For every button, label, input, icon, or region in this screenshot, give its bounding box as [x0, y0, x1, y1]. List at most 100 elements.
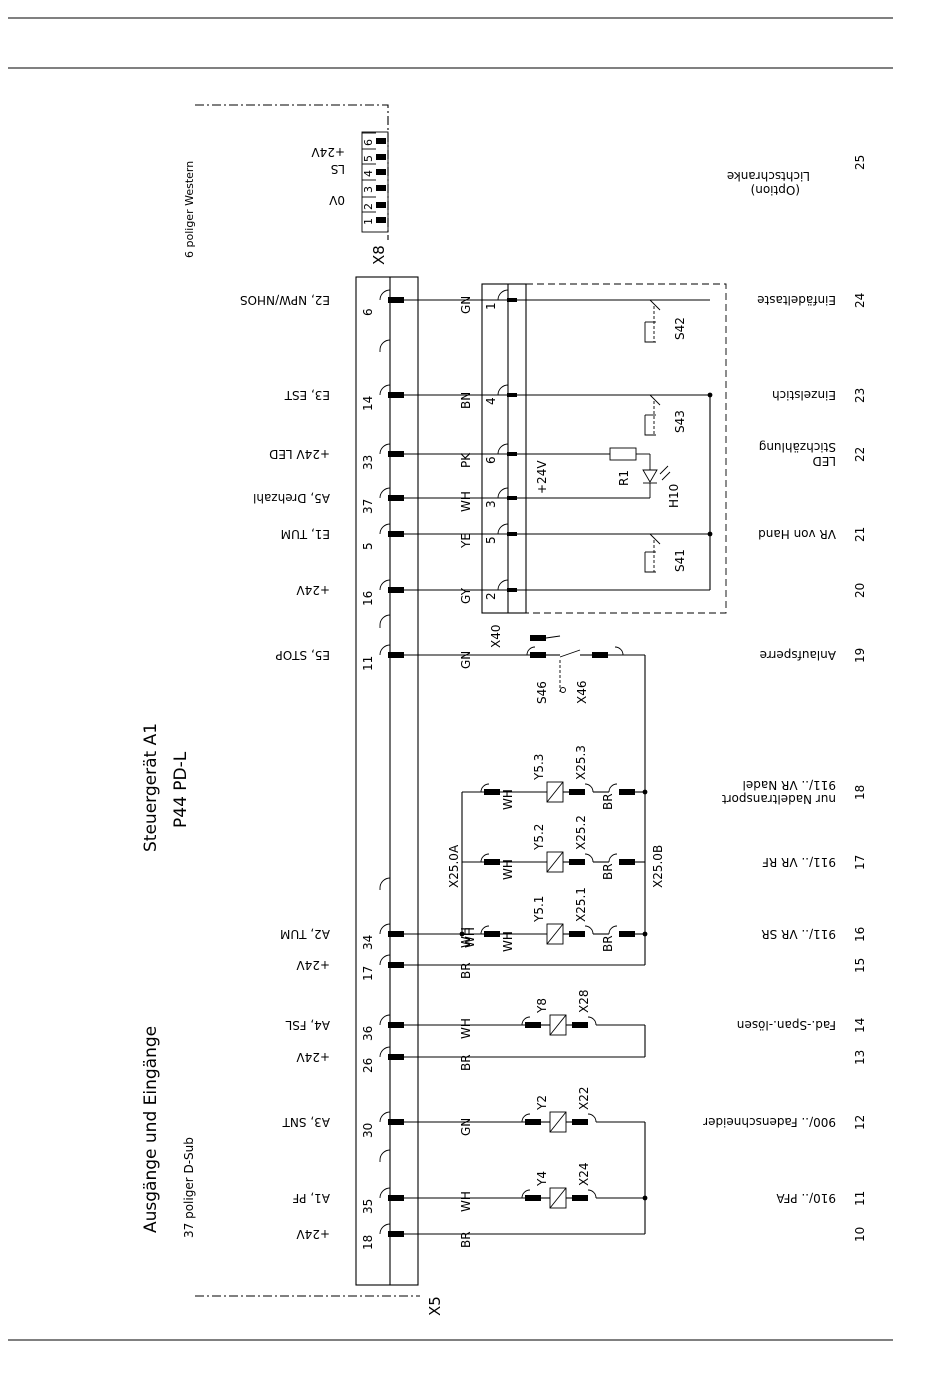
x40-pin-number: 6	[484, 456, 498, 464]
x5-pin-socket	[379, 923, 391, 935]
junction-dot	[707, 531, 713, 537]
solenoid-coil	[546, 781, 564, 803]
x5-pin-number: 11	[361, 656, 375, 671]
x8-row-number: 25	[853, 155, 867, 170]
x25-0a-wire-wh: WH	[463, 927, 477, 948]
solenoid-coil	[546, 923, 564, 945]
wire-color-label: GN	[459, 651, 473, 669]
switch-s43: S43	[644, 394, 687, 436]
x8-signal-24v: +24V	[311, 145, 345, 159]
solenoid-diagonal	[546, 923, 564, 945]
x40-pin-number: 5	[484, 536, 498, 544]
x5-pin-contact	[388, 1022, 404, 1028]
x5-pin-contact	[388, 1054, 404, 1060]
signal-label: +24V	[296, 1227, 330, 1241]
solenoid-coil	[549, 1111, 567, 1133]
x5-pin-socket	[379, 1187, 391, 1199]
plug-contact	[484, 859, 500, 865]
wire-color-label: GN	[459, 1118, 473, 1136]
x5-pin-contact	[388, 587, 404, 593]
solenoid-wire-wh-16: WH	[501, 931, 515, 952]
x40-pin-contact	[507, 393, 517, 397]
row-number: 14	[853, 1018, 867, 1033]
x25-0b-wire-br-17: BR	[601, 863, 615, 880]
x40-pin-number: 1	[484, 302, 498, 310]
x8-desc-line2: (Option)	[751, 183, 800, 197]
x40-pin-socket	[497, 443, 509, 455]
socket	[614, 646, 624, 656]
x8-caption: 6 poliger Western	[183, 161, 196, 258]
x5-pin-socket	[379, 443, 391, 455]
x5-pin-socket	[379, 523, 391, 535]
socket	[608, 853, 618, 863]
x5-pin-number: 14	[361, 396, 375, 411]
function-description: Einzelstich	[772, 388, 836, 402]
x8-label: X8	[370, 245, 388, 265]
signal-label: E2, NPW/NHOS	[240, 293, 330, 307]
socket	[480, 853, 490, 863]
x25-0b-wire-br-16: BR	[601, 935, 615, 952]
x5-spare-socket	[379, 339, 391, 352]
signal-label: E1, TUM	[281, 527, 330, 541]
plug-contact	[525, 1195, 541, 1201]
x5-spare-socket	[379, 877, 391, 890]
switch-s41: S41	[644, 533, 687, 573]
row-number: 17	[853, 855, 867, 870]
wire-color-label: WH	[459, 1191, 473, 1212]
x5-pin-socket	[379, 384, 391, 396]
row-number: 12	[853, 1115, 867, 1130]
junction-dot	[642, 1195, 648, 1201]
function-description: 911/.. VR Nadel	[743, 778, 836, 792]
socket	[584, 925, 594, 935]
x5-pin-group	[379, 289, 635, 1237]
controller-outline-top	[195, 104, 389, 240]
socket	[587, 1189, 597, 1199]
x40-pin-contact	[507, 588, 517, 592]
row-number: 20	[853, 583, 867, 598]
signal-label: A2, TUM	[280, 927, 330, 941]
controller-model: P44 PD-L	[171, 751, 191, 828]
x5-pin-contact	[388, 495, 404, 501]
plug-contact	[484, 789, 500, 795]
x40-pin-socket	[497, 579, 509, 591]
x8-pin-number: 2	[362, 203, 375, 210]
x5-pin-socket	[379, 1223, 391, 1235]
wire-color-label: GN	[459, 296, 473, 314]
wire-color-label: YE	[459, 533, 473, 549]
x5-pin-contact	[388, 531, 404, 537]
row-number: 18	[853, 785, 867, 800]
plug-contact	[569, 789, 585, 795]
plug-contact	[619, 931, 635, 937]
x8-signal-0v: 0V	[328, 193, 345, 207]
wire-color-label: BN	[459, 392, 473, 409]
x5-pin-number: 26	[361, 1058, 375, 1073]
plug-contact	[619, 859, 635, 865]
x5-pin-contact	[388, 392, 404, 398]
function-description: LED	[812, 454, 836, 468]
socket	[526, 646, 536, 656]
signal-label: A4, FSL	[285, 1018, 330, 1032]
solenoid-diagonal	[549, 1014, 567, 1036]
function-description: Anlaufsperre	[760, 648, 836, 662]
wire-color-label: PK	[459, 452, 473, 468]
x8-pin-contact	[376, 185, 386, 191]
socket	[521, 1113, 531, 1123]
x8-pin-contact	[376, 217, 386, 223]
row-number: 21	[853, 527, 867, 542]
solenoid-connector-label: X25.2	[574, 815, 588, 850]
row-number: 24	[853, 293, 867, 308]
socket	[587, 1016, 597, 1026]
function-description: VR von Hand	[758, 527, 836, 541]
function-description: Fad.-Span.-lösen	[737, 1018, 836, 1032]
x5-pin-contact	[388, 1119, 404, 1125]
wire-color-label: GY	[459, 587, 473, 604]
junction-dot	[642, 789, 648, 795]
x5-label: X5	[426, 1296, 444, 1316]
x40-pin-contact	[507, 452, 517, 456]
solenoid-label: Y4	[535, 1171, 549, 1187]
signal-label: E3, EST	[284, 388, 330, 402]
socket	[521, 1189, 531, 1199]
x5-pin-socket	[379, 1111, 391, 1123]
plug-contact	[484, 931, 500, 937]
